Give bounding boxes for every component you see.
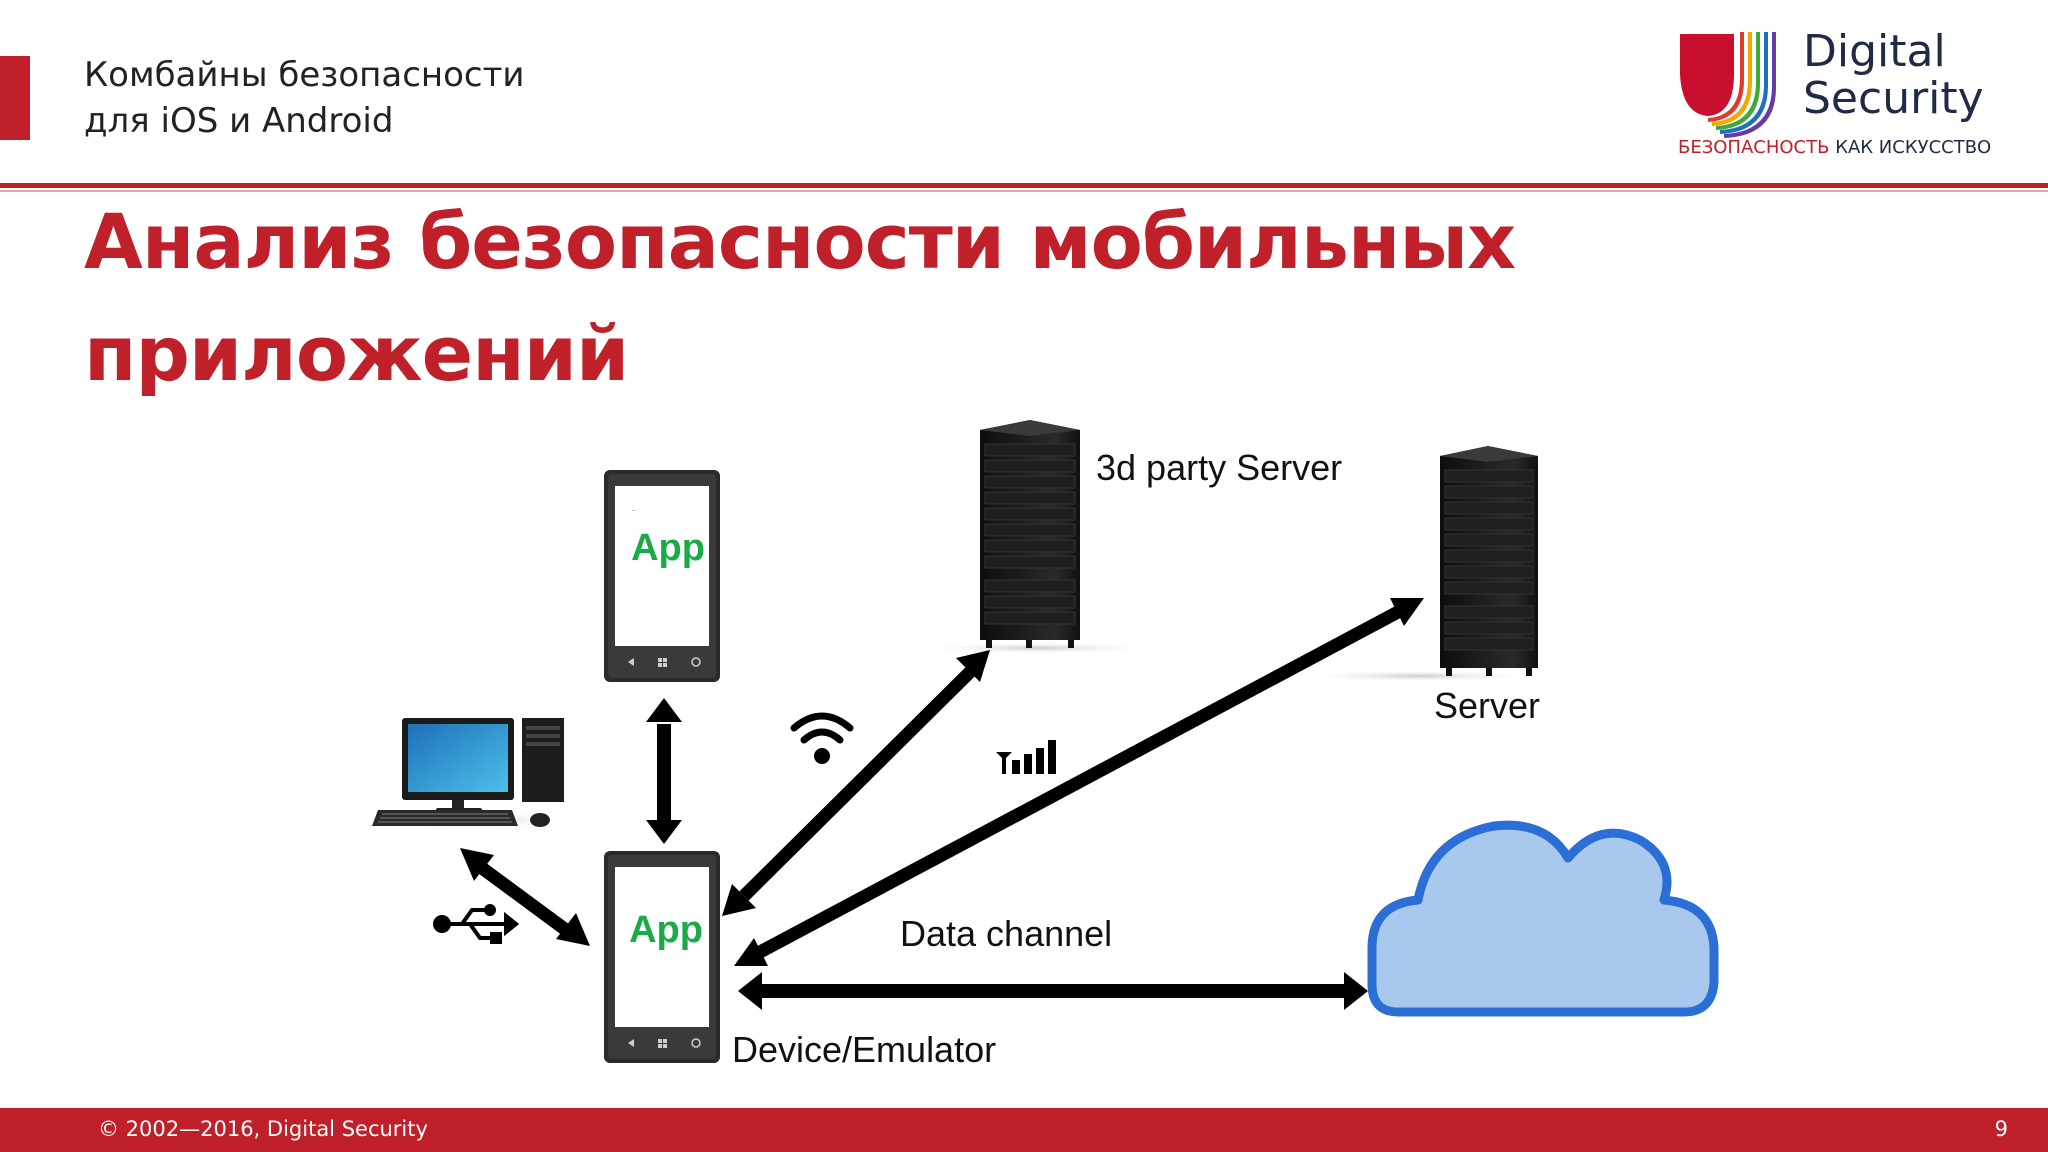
digital-security-logo bbox=[1680, 32, 1776, 138]
header-subtitle-line1: Комбайны безопасности bbox=[84, 55, 525, 95]
slide-title: Анализ безопасности мобильных приложений bbox=[84, 186, 1516, 410]
diagram-arrows bbox=[460, 598, 1424, 1010]
header-subtitle: Комбайны безопасности для iOS и Android bbox=[84, 52, 525, 144]
usb-icon bbox=[433, 904, 520, 944]
desktop-computer-icon bbox=[372, 718, 572, 830]
phone-to-device-arrow bbox=[646, 698, 682, 844]
page-number: 9 bbox=[1994, 1117, 2008, 1141]
slide-title-line2: приложений bbox=[84, 309, 629, 398]
svg-text:_: _ bbox=[631, 505, 636, 511]
slide-title-line1: Анализ безопасности мобильных bbox=[84, 197, 1516, 286]
device-app-label: App bbox=[629, 909, 703, 951]
server-rack-icon bbox=[1298, 446, 1538, 682]
device-to-cloud-arrow bbox=[738, 972, 1368, 1010]
logo-shield-icon bbox=[1680, 34, 1734, 116]
header-accent-bar bbox=[0, 56, 30, 140]
header-divider-shadow bbox=[0, 190, 2048, 192]
third-party-server-label: 3d party Server bbox=[1096, 447, 1342, 488]
device-emulator-label: Device/Emulator bbox=[732, 1029, 996, 1070]
cellular-signal-icon bbox=[996, 740, 1056, 774]
logo-tagline-rest: КАК ИСКУССТВО bbox=[1829, 137, 1992, 158]
logo-name-line1: Digital bbox=[1803, 26, 1946, 77]
footer-bar: © 2002—2016, Digital Security 9 bbox=[0, 1108, 2048, 1152]
header-subtitle-line2: для iOS и Android bbox=[84, 101, 394, 141]
top-phone-icon: _ App bbox=[604, 470, 720, 682]
device-phone-icon: App bbox=[604, 851, 720, 1063]
top-app-label: App bbox=[631, 527, 705, 569]
device-to-server-arrow bbox=[734, 598, 1424, 966]
desktop-to-device-arrow bbox=[460, 848, 590, 946]
logo-name: Digital Security bbox=[1803, 28, 1984, 122]
logo-tagline-accent: БЕЗОПАСНОСТЬ bbox=[1678, 137, 1830, 158]
data-channel-label: Data channel bbox=[900, 913, 1112, 954]
wifi-icon bbox=[790, 712, 854, 764]
cloud-icon bbox=[1367, 820, 1719, 1017]
logo-tagline: БЕЗОПАСНОСТЬ КАК ИСКУССТВО bbox=[1678, 137, 1991, 158]
device-to-third-party-server-arrow bbox=[722, 650, 990, 916]
third-party-server-rack-icon bbox=[918, 420, 1158, 654]
server-label: Server bbox=[1434, 685, 1540, 726]
logo-name-line2: Security bbox=[1803, 73, 1984, 124]
header-divider bbox=[0, 183, 2048, 188]
footer-copyright: © 2002—2016, Digital Security bbox=[98, 1117, 428, 1141]
